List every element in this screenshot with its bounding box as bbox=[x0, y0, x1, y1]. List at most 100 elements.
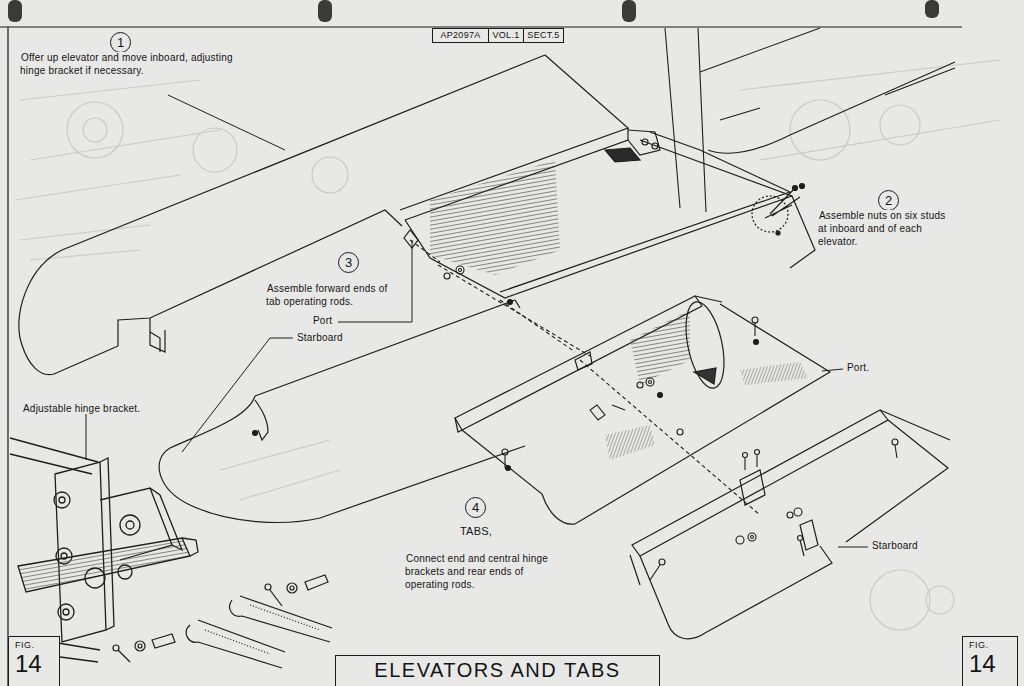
leader-lines bbox=[168, 95, 285, 150]
fasteners bbox=[508, 300, 513, 305]
page-frame bbox=[0, 27, 962, 686]
fasteners bbox=[743, 453, 748, 458]
figure-number-box: FIG.14 bbox=[962, 636, 1018, 686]
rod-ends bbox=[290, 586, 294, 590]
fasteners bbox=[892, 439, 898, 445]
port-elevator bbox=[430, 160, 560, 275]
starboard-tab bbox=[640, 546, 832, 639]
fasteners bbox=[800, 540, 804, 556]
rod-ends bbox=[118, 650, 130, 662]
part-label-text: Adjustable hinge bracket. bbox=[22, 403, 141, 414]
page-frame bbox=[7, 27, 8, 686]
rod-ends bbox=[138, 644, 142, 648]
hinge-bracket-detail bbox=[182, 538, 198, 556]
fasteners bbox=[745, 455, 757, 470]
starboard-tab bbox=[800, 520, 818, 550]
starboard-tab bbox=[630, 410, 950, 639]
fasteners bbox=[751, 536, 754, 539]
show-through bbox=[926, 586, 954, 614]
hinge-bracket-detail bbox=[10, 438, 98, 474]
side-label-text: Port. bbox=[846, 362, 870, 373]
show-through bbox=[20, 225, 150, 260]
port-elevator bbox=[605, 148, 640, 162]
fasteners bbox=[794, 508, 802, 516]
port-tab bbox=[695, 296, 722, 302]
port-tab bbox=[455, 418, 462, 432]
starboard-elevator bbox=[515, 300, 520, 308]
hinge-bracket-detail bbox=[58, 604, 74, 620]
fin-outline bbox=[665, 28, 680, 208]
hinge-bracket-detail bbox=[18, 538, 190, 592]
fasteners bbox=[637, 382, 643, 388]
starboard-tab bbox=[630, 555, 640, 585]
figure-number: 14 bbox=[15, 651, 55, 677]
fasteners bbox=[646, 378, 654, 386]
show-through bbox=[15, 80, 220, 200]
figure-label: FIG. bbox=[15, 640, 55, 651]
operating-rods bbox=[438, 265, 590, 356]
reference-cell: SECT.5 bbox=[523, 28, 564, 43]
rod-ends bbox=[265, 584, 271, 590]
fasteners bbox=[502, 449, 508, 455]
leader-lines bbox=[838, 547, 868, 548]
show-through bbox=[15, 60, 1000, 630]
leader-lines bbox=[86, 414, 87, 460]
fasteners bbox=[798, 536, 803, 541]
fasteners bbox=[456, 266, 464, 274]
fasteners bbox=[612, 405, 625, 410]
rod-ends bbox=[270, 590, 282, 606]
port-elevator bbox=[19, 55, 815, 375]
reference-cell: AP2097A bbox=[432, 28, 489, 43]
binder-rings bbox=[925, 0, 939, 18]
rod-ends bbox=[113, 575, 332, 668]
hinge-bracket-detail bbox=[85, 568, 105, 588]
fasteners bbox=[755, 450, 760, 455]
rod-ends bbox=[287, 583, 297, 593]
starboard-elevator bbox=[159, 396, 525, 522]
instruction-note-text: Assemble nuts on six studs at inboard an… bbox=[818, 210, 945, 247]
step-number-circle: 1 bbox=[110, 32, 131, 53]
fasteners bbox=[677, 429, 683, 435]
show-through bbox=[312, 157, 348, 193]
show-through bbox=[870, 570, 930, 630]
step-number-circle: 3 bbox=[338, 252, 359, 273]
rod-ends bbox=[135, 641, 145, 651]
binder-rings bbox=[8, 0, 939, 22]
hinge-bracket-detail bbox=[118, 565, 132, 579]
fasteners bbox=[659, 559, 665, 565]
side-label-text: Starboard bbox=[871, 540, 919, 551]
port-elevator bbox=[776, 231, 780, 235]
fin-outline bbox=[700, 28, 820, 72]
starboard-elevator bbox=[159, 300, 525, 522]
callout-number: 3 bbox=[345, 255, 352, 270]
hinge-bracket-detail bbox=[10, 438, 198, 662]
reference-text: SECT.5 bbox=[527, 29, 559, 42]
port-tab bbox=[462, 304, 830, 524]
rod-ends bbox=[250, 605, 320, 630]
port-elevator bbox=[404, 230, 418, 248]
hinge-bracket-detail bbox=[54, 492, 70, 508]
leader-lines bbox=[86, 95, 868, 547]
fasteners bbox=[650, 565, 660, 580]
binder-rings bbox=[8, 0, 22, 22]
instruction-note: Offer up elevator and move inboard, adju… bbox=[20, 52, 252, 78]
hinge-bracket-detail bbox=[120, 515, 140, 535]
port-elevator bbox=[765, 188, 800, 218]
instruction-note-text: Connect end and central hinge brackets a… bbox=[405, 553, 548, 590]
fasteners bbox=[787, 512, 793, 518]
leader-lines bbox=[182, 338, 293, 452]
hinge-bracket-detail bbox=[126, 521, 134, 529]
operating-rods bbox=[410, 240, 760, 515]
reference-text: AP2097A bbox=[440, 29, 480, 42]
fasteners bbox=[506, 466, 511, 471]
reference-cell: VOL.1 bbox=[488, 28, 524, 43]
rod-ends bbox=[113, 645, 119, 651]
reference-text: VOL.1 bbox=[492, 29, 519, 42]
side-label-text: Starboard bbox=[296, 332, 344, 343]
fin-outline bbox=[665, 28, 955, 212]
port-tab bbox=[605, 425, 655, 460]
port-elevator bbox=[640, 140, 815, 268]
fasteners bbox=[504, 455, 505, 468]
